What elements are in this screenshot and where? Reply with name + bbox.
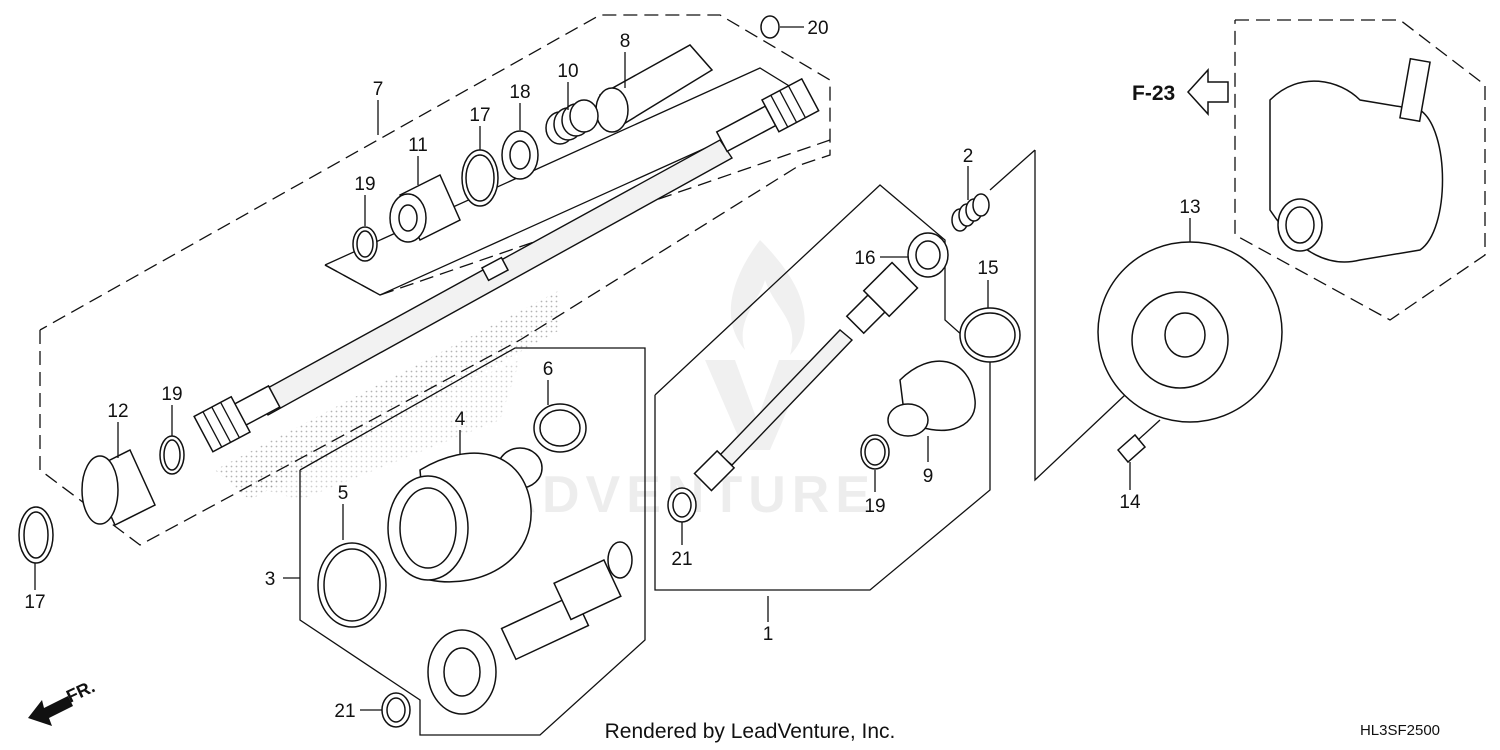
callout-13[interactable]: 13	[1179, 197, 1200, 218]
leader-lines	[34, 26, 1191, 711]
callout-20[interactable]: 20	[807, 18, 828, 39]
callout-19-left[interactable]: 19	[161, 384, 182, 405]
part-6-clamp	[533, 403, 587, 453]
part-4-cv-boot	[387, 447, 543, 583]
part-19-ring-upper	[352, 226, 378, 262]
callout-10[interactable]: 10	[557, 61, 578, 82]
callout-17-upper[interactable]: 17	[469, 105, 490, 126]
callout-4[interactable]: 4	[455, 409, 466, 430]
callout-5[interactable]: 5	[338, 483, 349, 504]
outline-right-top	[989, 149, 1036, 191]
arrow-left-icon	[1186, 68, 1229, 116]
part-16-bushing	[907, 232, 949, 278]
callout-3[interactable]: 3	[265, 569, 276, 590]
callout-14-label[interactable]: 14	[1119, 492, 1141, 513]
callout-8[interactable]: 8	[620, 31, 631, 52]
callouts: 7 8 10 18 17 11 19 20 12 19 17 4 5 6 3 2…	[24, 18, 1200, 722]
part-5-clamp	[317, 542, 387, 628]
part-15-ring	[959, 307, 1021, 363]
footer-credit: Rendered by LeadVenture, Inc.	[605, 720, 896, 743]
callout-6[interactable]: 6	[543, 359, 554, 380]
lower-shading	[230, 360, 520, 500]
callout-1[interactable]: 1	[763, 624, 774, 645]
part-2-spring	[951, 193, 990, 232]
part-12-joint	[81, 448, 156, 527]
part-13-brake-disc	[1097, 241, 1283, 423]
callout-21-lower[interactable]: 21	[334, 701, 355, 722]
part-9-boot	[887, 360, 976, 437]
reference-arrow[interactable]: F-23	[1132, 68, 1229, 116]
watermark-flame-icon	[730, 240, 805, 355]
callout-12[interactable]: 12	[107, 401, 128, 422]
outline-right	[1034, 150, 1126, 482]
part-17-ring-left	[18, 506, 54, 564]
propeller-shaft	[193, 77, 820, 453]
diagram-code: HL3SF2500	[1360, 722, 1440, 739]
part-10-spring	[545, 99, 599, 145]
universal-joint	[500, 541, 633, 661]
callout-9[interactable]: 9	[923, 466, 934, 487]
part-11-bushing	[389, 173, 461, 243]
callout-16[interactable]: 16	[854, 248, 875, 269]
part-18-bearing	[501, 130, 539, 180]
part-19-ring-left	[159, 435, 185, 475]
part-20-ring	[760, 15, 780, 39]
group-outline-3	[299, 347, 646, 736]
part-14-bolt	[1116, 419, 1161, 464]
part-21-ring-mid	[667, 487, 697, 523]
callout-11[interactable]: 11	[408, 135, 428, 156]
part-8-boot	[595, 44, 714, 133]
part-17-ring-upper	[461, 149, 499, 207]
front-indicator: FR.	[28, 676, 98, 726]
callout-17-left[interactable]: 17	[24, 592, 45, 613]
reference-label: F-23	[1132, 82, 1175, 105]
drive-shaft-1	[693, 261, 919, 492]
callout-18[interactable]: 18	[509, 82, 530, 103]
part-cup	[427, 629, 497, 715]
watermark-v-icon	[705, 360, 809, 450]
hub-knuckle	[1269, 57, 1444, 263]
callout-19-upper[interactable]: 19	[354, 174, 375, 195]
shaft-shading	[215, 290, 560, 500]
callout-15[interactable]: 15	[977, 258, 998, 279]
callout-21-mid[interactable]: 21	[671, 549, 692, 570]
front-arrow-icon	[28, 696, 73, 726]
callout-19-right[interactable]: 19	[864, 496, 885, 517]
callout-2[interactable]: 2	[963, 146, 974, 167]
part-19-ring-right	[860, 434, 890, 470]
part-21-ring-lower	[381, 692, 411, 728]
callout-7[interactable]: 7	[373, 79, 384, 100]
hub-outline	[1234, 19, 1486, 321]
